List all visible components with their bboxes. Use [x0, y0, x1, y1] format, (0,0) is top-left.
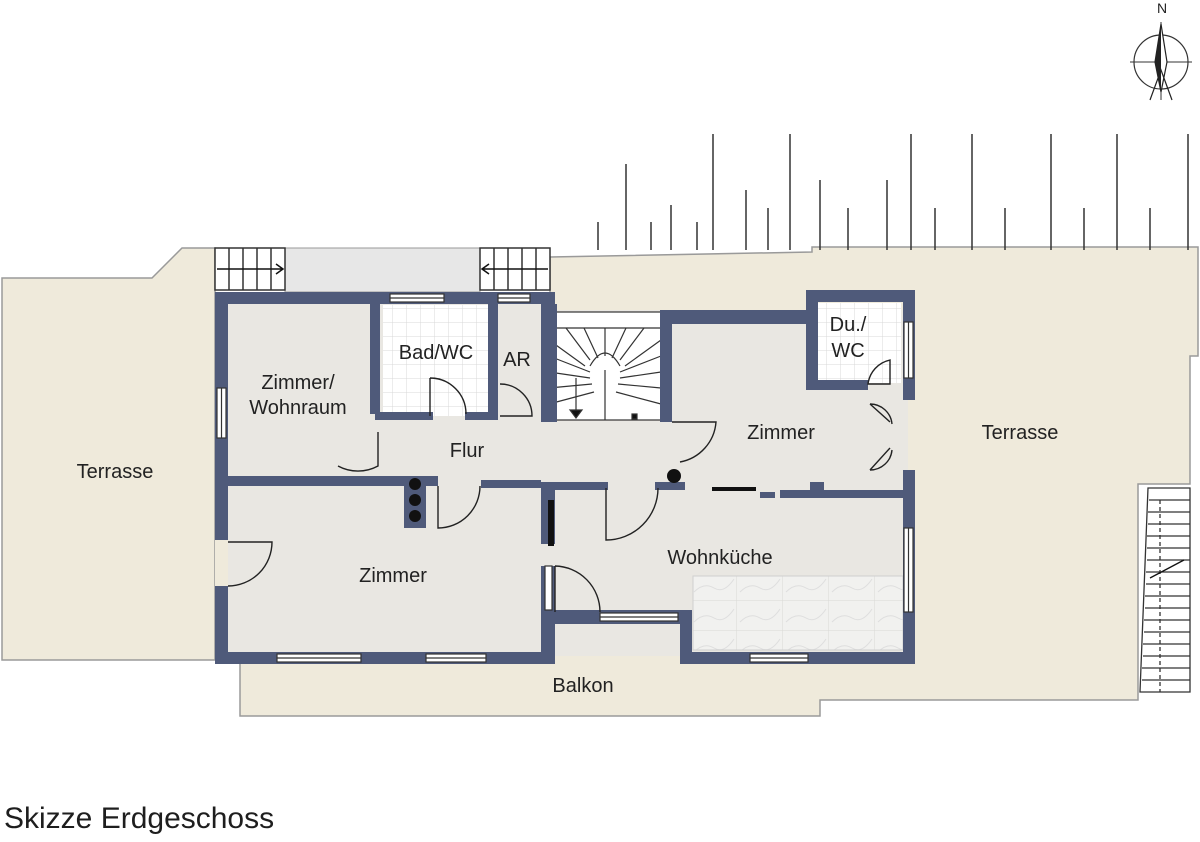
kitchen-counter [692, 575, 904, 651]
north-arrow-icon [1130, 22, 1192, 101]
du-wc-floor [817, 303, 901, 383]
north-label: N [1157, 0, 1167, 16]
label-balkon: Balkon [552, 675, 613, 697]
fence-posts [597, 134, 1189, 250]
terrace-west [1, 247, 216, 661]
label-terrasse-east: Terrasse [982, 422, 1059, 444]
chimney-icon [404, 469, 681, 528]
label-bad-wc: Bad/WC [399, 342, 473, 364]
plan-caption: Skizze Erdgeschoss [4, 802, 275, 835]
room-labels: Terrasse Zimmer/ Wohnraum Bad/WC AR Flur… [77, 314, 1059, 697]
interior-staircase [548, 311, 662, 421]
windows [216, 293, 914, 663]
label-du-wc-line2: WC [831, 340, 864, 362]
bad-wc-floor [383, 305, 490, 416]
label-zimmer-east: Zimmer [747, 422, 815, 444]
label-terrasse-west: Terrasse [77, 461, 154, 483]
label-ar: AR [503, 349, 531, 371]
label-zimmer-south: Zimmer [359, 565, 427, 587]
label-flur: Flur [450, 440, 485, 462]
label-zimmer-wohnraum-line2: Wohnraum [249, 397, 346, 419]
exterior-stairs-east [1139, 487, 1191, 693]
doors [215, 359, 893, 613]
exterior-stairs-center [479, 247, 551, 291]
label-zimmer-wohnraum-line1: Zimmer/ [261, 372, 335, 394]
exterior-stairs-west [214, 247, 286, 291]
label-wohnkueche: Wohnküche [667, 547, 772, 569]
entrance-walkway [284, 247, 481, 293]
label-du-wc-line1: Du./ [830, 314, 867, 336]
